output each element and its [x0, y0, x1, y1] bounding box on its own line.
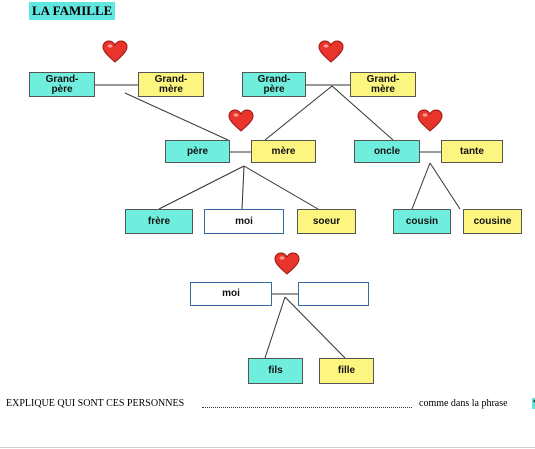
page-title: LA FAMILLE	[29, 2, 116, 20]
maternal-grandmother-box: Grand- mère	[350, 72, 416, 97]
heart-icon	[102, 40, 128, 63]
maternal-grandfather-box: Grand- père	[242, 72, 306, 97]
answer-dotted-line	[202, 407, 412, 408]
mother-box: mère	[251, 140, 316, 163]
me-box: moi	[204, 209, 284, 234]
heart-icon	[228, 109, 254, 132]
paternal-grandmother-box: Grand- mère	[138, 72, 204, 97]
son-box: fils	[248, 358, 303, 384]
example-text: comme dans la phrase	[419, 398, 508, 409]
spouse-box	[298, 282, 369, 306]
me-bottom-box: moi	[190, 282, 272, 306]
divider	[0, 447, 535, 448]
heart-icon	[417, 109, 443, 132]
aunt-box: tante	[441, 140, 503, 163]
paternal-grandfather-box: Grand- père	[29, 72, 95, 97]
cousin-female-box: cousine	[463, 209, 522, 234]
instruction-line: EXPLIQUE QUI SONT CES PERSONNES comme da…	[6, 398, 535, 412]
instruction-text: EXPLIQUE QUI SONT CES PERSONNES	[6, 398, 185, 409]
daughter-box: fille	[319, 358, 374, 384]
cousin-male-box: cousin	[393, 209, 451, 234]
asterisk-marker: *	[532, 398, 535, 409]
brother-box: frère	[125, 209, 193, 234]
sister-box: soeur	[297, 209, 356, 234]
father-box: père	[165, 140, 230, 163]
heart-icon	[318, 40, 344, 63]
heart-icon	[274, 252, 300, 275]
uncle-box: oncle	[354, 140, 420, 163]
